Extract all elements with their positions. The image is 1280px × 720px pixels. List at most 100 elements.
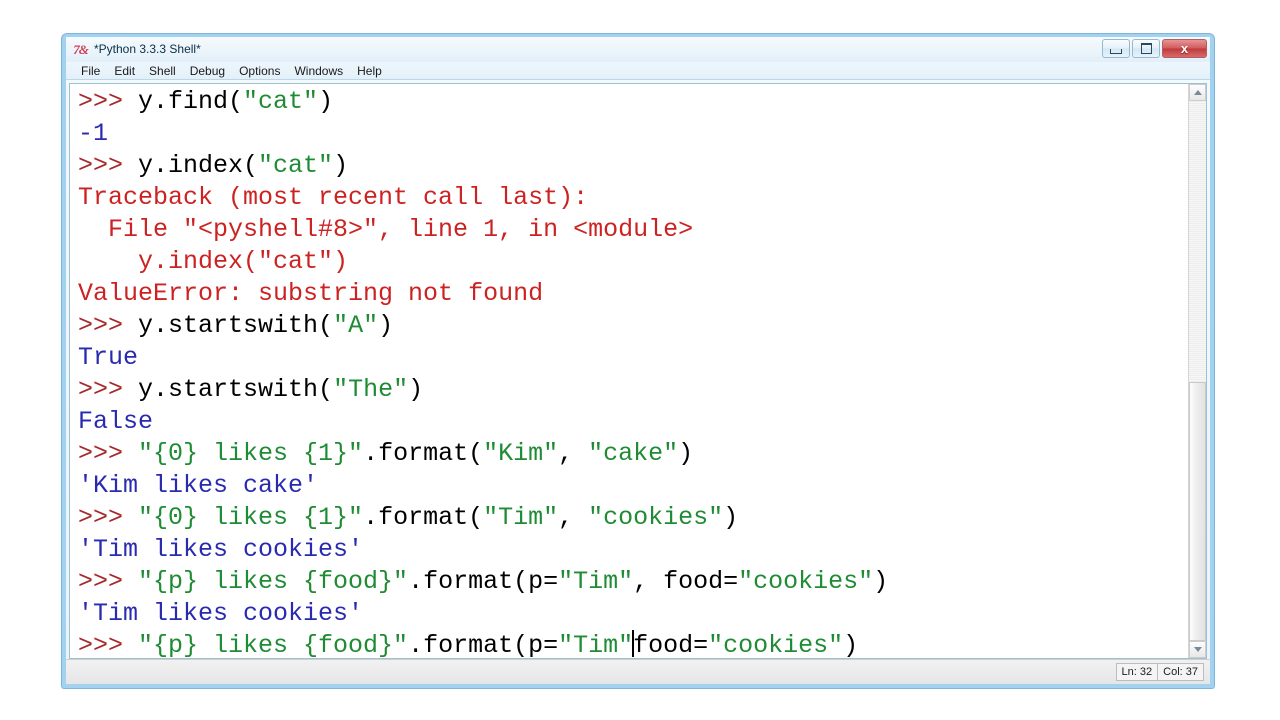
close-button[interactable]: x bbox=[1162, 39, 1207, 58]
shell-text-segment: >>> bbox=[78, 567, 139, 596]
shell-line: False bbox=[78, 406, 1188, 438]
shell-text-segment: ) bbox=[408, 375, 424, 404]
text-caret bbox=[632, 630, 635, 657]
window-controls: x bbox=[1102, 39, 1207, 58]
shell-text-segment: >>> bbox=[78, 631, 139, 658]
status-column-indicator: Col: 37 bbox=[1157, 663, 1204, 681]
shell-text-segment: ) bbox=[873, 567, 889, 596]
shell-text-segment: ) bbox=[318, 87, 334, 116]
shell-line: >>> y.startswith("A") bbox=[78, 310, 1188, 342]
shell-text-segment: , bbox=[558, 439, 589, 468]
shell-line: >>> y.startswith("The") bbox=[78, 374, 1188, 406]
shell-line: 'Tim likes cookies' bbox=[78, 534, 1188, 566]
maximize-button[interactable] bbox=[1132, 39, 1160, 58]
shell-line: ValueError: substring not found bbox=[78, 278, 1188, 310]
shell-text-segment: , food= bbox=[633, 567, 739, 596]
shell-text-segment: "{p} likes {food}" bbox=[138, 631, 409, 658]
shell-text-segment: y.find( bbox=[138, 87, 244, 116]
shell-text-segment: "{p} likes {food}" bbox=[138, 567, 409, 596]
status-bar: Ln: 32 Col: 37 bbox=[66, 659, 1210, 684]
shell-text-segment: "cookies" bbox=[708, 631, 844, 658]
title-bar[interactable]: 7& *Python 3.3.3 Shell* x bbox=[66, 37, 1210, 62]
shell-text-segment: "The" bbox=[333, 375, 409, 404]
shell-text-segment: "{0} likes {1}" bbox=[138, 503, 364, 532]
minimize-icon bbox=[1103, 40, 1129, 57]
shell-text-segment: "cookies" bbox=[738, 567, 874, 596]
shell-text-segment: False bbox=[78, 407, 154, 436]
shell-text-segment: "A" bbox=[333, 311, 379, 340]
shell-text-segment: >>> bbox=[78, 87, 139, 116]
shell-line: -1 bbox=[78, 118, 1188, 150]
shell-text-segment: y.startswith( bbox=[138, 375, 334, 404]
shell-text-segment: "Tim" bbox=[558, 567, 634, 596]
shell-text-segment: "cake" bbox=[588, 439, 679, 468]
shell-text-segment: -1 bbox=[78, 119, 109, 148]
shell-text-segment: 'Tim likes cookies' bbox=[78, 599, 364, 628]
vertical-scrollbar[interactable] bbox=[1188, 84, 1207, 658]
shell-line: Traceback (most recent call last): bbox=[78, 182, 1188, 214]
python-logo-icon: 7& bbox=[73, 42, 89, 57]
shell-text-segment: "Tim" bbox=[558, 631, 634, 658]
shell-text-segment: "cookies" bbox=[588, 503, 724, 532]
shell-text-segment: y.index("cat") bbox=[78, 247, 349, 276]
scrollbar-down-button[interactable] bbox=[1189, 641, 1206, 658]
shell-text-segment: Traceback (most recent call last): bbox=[78, 183, 589, 212]
menu-item-help[interactable]: Help bbox=[357, 63, 382, 78]
shell-line: True bbox=[78, 342, 1188, 374]
shell-text-segment: 'Kim likes cake' bbox=[78, 471, 319, 500]
menu-item-file[interactable]: File bbox=[81, 63, 101, 78]
shell-text-segment: >>> bbox=[78, 439, 139, 468]
shell-line: 'Tim likes cookies' bbox=[78, 598, 1188, 630]
scroll-up-arrow-icon bbox=[1193, 90, 1202, 95]
shell-text-segment: 'Tim likes cookies' bbox=[78, 535, 364, 564]
shell-text-segment: True bbox=[78, 343, 139, 372]
scroll-down-arrow-icon bbox=[1193, 647, 1202, 652]
shell-text-segment: y.index( bbox=[138, 151, 259, 180]
menu-item-shell[interactable]: Shell bbox=[149, 63, 176, 78]
shell-line: >>> "{p} likes {food}".format(p="Tim"foo… bbox=[78, 630, 1188, 658]
status-line-indicator: Ln: 32 bbox=[1115, 663, 1158, 681]
shell-text-segment: File "<pyshell#8>", line 1, in <module> bbox=[78, 215, 694, 244]
shell-text-area-wrapper: >>> y.find("cat")-1>>> y.index("cat")Tra… bbox=[69, 83, 1207, 659]
shell-line: >>> "{p} likes {food}".format(p="Tim", f… bbox=[78, 566, 1188, 598]
shell-text-segment: ) bbox=[333, 151, 349, 180]
shell-text-segment: ) bbox=[378, 311, 394, 340]
shell-line: >>> "{0} likes {1}".format("Tim", "cooki… bbox=[78, 502, 1188, 534]
window-inner: 7& *Python 3.3.3 Shell* x File Edit Shel… bbox=[66, 37, 1210, 684]
shell-line: >>> "{0} likes {1}".format("Kim", "cake"… bbox=[78, 438, 1188, 470]
maximize-icon bbox=[1133, 40, 1159, 57]
shell-text-segment: ) bbox=[678, 439, 694, 468]
shell-text-segment: y.startswith( bbox=[138, 311, 334, 340]
shell-text-area[interactable]: >>> y.find("cat")-1>>> y.index("cat")Tra… bbox=[70, 84, 1188, 658]
shell-text-segment: >>> bbox=[78, 503, 139, 532]
shell-line: >>> y.find("cat") bbox=[78, 86, 1188, 118]
shell-line: >>> y.index("cat") bbox=[78, 150, 1188, 182]
scrollbar-track[interactable] bbox=[1189, 101, 1206, 641]
shell-line: File "<pyshell#8>", line 1, in <module> bbox=[78, 214, 1188, 246]
shell-text-segment: ValueError: substring not found bbox=[78, 279, 544, 308]
window-title: *Python 3.3.3 Shell* bbox=[94, 42, 201, 56]
shell-text-segment: "{0} likes {1}" bbox=[138, 439, 364, 468]
menu-item-debug[interactable]: Debug bbox=[189, 63, 226, 78]
shell-line: 'Kim likes cake' bbox=[78, 470, 1188, 502]
shell-text-segment: ) bbox=[843, 631, 859, 658]
shell-text-segment: >>> bbox=[78, 151, 139, 180]
shell-text-segment: >>> bbox=[78, 311, 139, 340]
shell-text-segment: >>> bbox=[78, 375, 139, 404]
shell-text-segment: , bbox=[558, 503, 589, 532]
shell-text-segment: .format( bbox=[363, 503, 484, 532]
shell-text-segment: .format(p= bbox=[408, 631, 559, 658]
close-icon: x bbox=[1180, 41, 1189, 56]
shell-text-segment: ) bbox=[723, 503, 739, 532]
minimize-button[interactable] bbox=[1102, 39, 1130, 58]
shell-text-segment: "Kim" bbox=[483, 439, 559, 468]
shell-text-segment: .format( bbox=[363, 439, 484, 468]
shell-text-segment: food= bbox=[633, 631, 709, 658]
scrollbar-up-button[interactable] bbox=[1189, 84, 1206, 101]
menu-item-options[interactable]: Options bbox=[239, 63, 281, 78]
shell-text-segment: "cat" bbox=[258, 151, 334, 180]
shell-line: y.index("cat") bbox=[78, 246, 1188, 278]
menu-item-windows[interactable]: Windows bbox=[294, 63, 344, 78]
menu-item-edit[interactable]: Edit bbox=[114, 63, 136, 78]
scrollbar-thumb[interactable] bbox=[1189, 381, 1206, 641]
